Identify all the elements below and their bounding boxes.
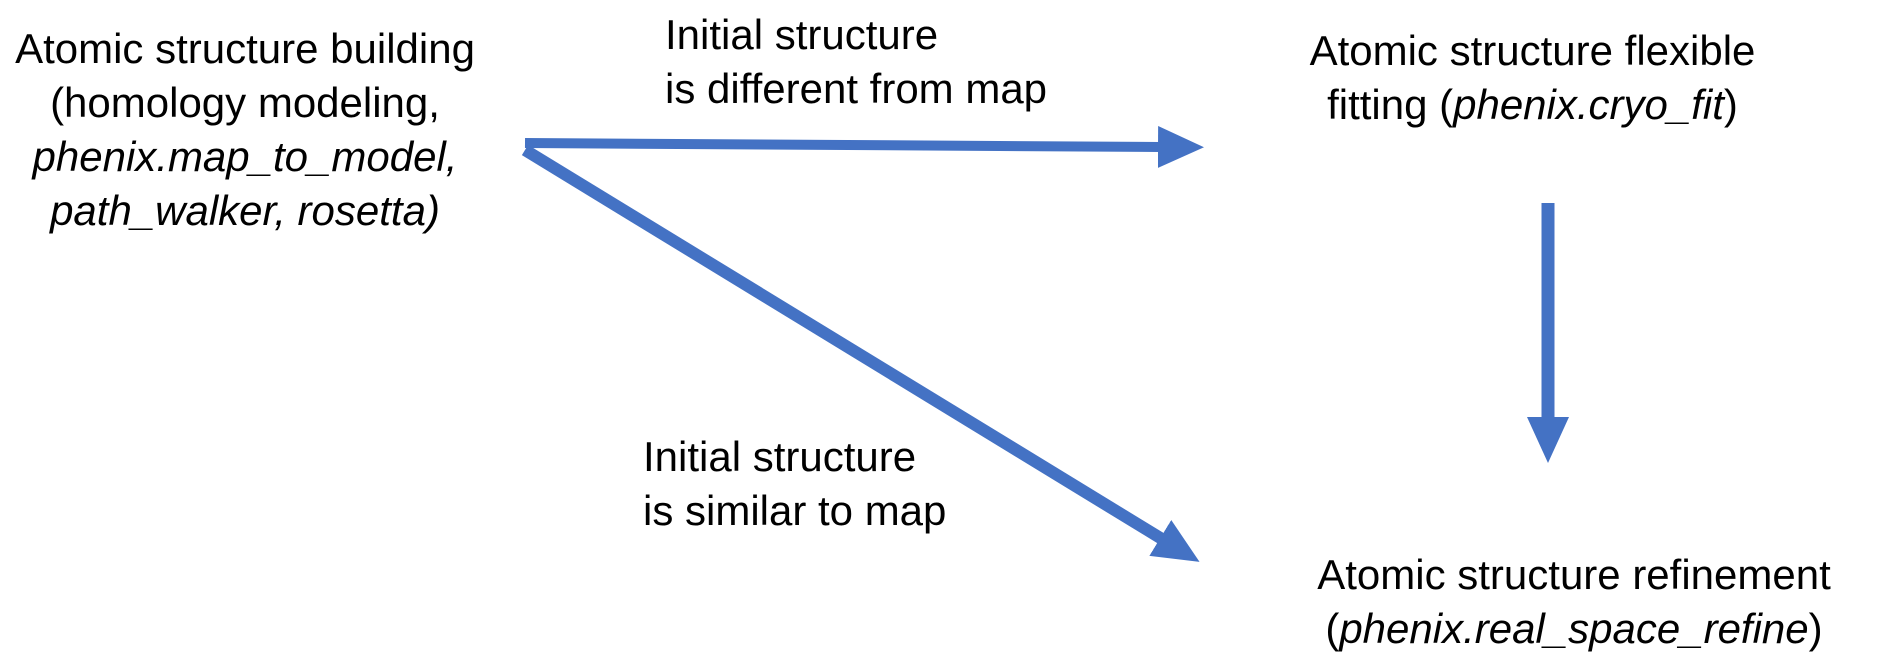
node-structure-building: Atomic structure building (homology mode…	[5, 22, 485, 238]
node-structure-building-line1: Atomic structure building	[15, 25, 475, 72]
edge-label-similar-line2: is similar to map	[643, 487, 947, 534]
node-structure-building-line4: path_walker, rosetta)	[50, 187, 440, 234]
node-flexible-fitting-command: phenix.cryo_fit	[1453, 81, 1724, 128]
node-structure-refinement-line2-pre: (	[1325, 605, 1340, 652]
node-structure-building-line2: (homology modeling,	[50, 79, 440, 126]
edge-label-different-line1: Initial structure	[665, 11, 939, 58]
node-structure-building-line3: phenix.map_to_model,	[32, 133, 458, 180]
node-flexible-fitting-line2: fitting (phenix.cryo_fit)	[1295, 78, 1770, 132]
node-structure-refinement-line2-post: )	[1808, 605, 1823, 652]
node-flexible-fitting: Atomic structure flexible fitting (pheni…	[1295, 24, 1770, 132]
arrow-building-to-refinement	[521, 144, 1200, 562]
node-structure-refinement-command: phenix.real_space_refine	[1339, 605, 1809, 652]
node-structure-refinement-line2: (phenix.real_space_refine)	[1268, 602, 1880, 656]
node-flexible-fitting-line2-post: )	[1723, 81, 1738, 128]
node-structure-refinement-line1: Atomic structure refinement	[1317, 551, 1831, 598]
edge-label-different-line2: is different from map	[665, 65, 1048, 112]
edge-label-different-from-map: Initial structure is different from map	[665, 8, 1047, 116]
edge-label-similar-to-map: Initial structure is similar to map	[643, 430, 946, 538]
arrow-building-to-fitting	[524, 125, 1204, 168]
node-flexible-fitting-line1: Atomic structure flexible	[1309, 27, 1756, 74]
edge-label-similar-line1: Initial structure	[643, 433, 917, 480]
node-structure-refinement: Atomic structure refinement (phenix.real…	[1268, 548, 1880, 656]
node-flexible-fitting-line2-pre: fitting (	[1327, 81, 1454, 128]
